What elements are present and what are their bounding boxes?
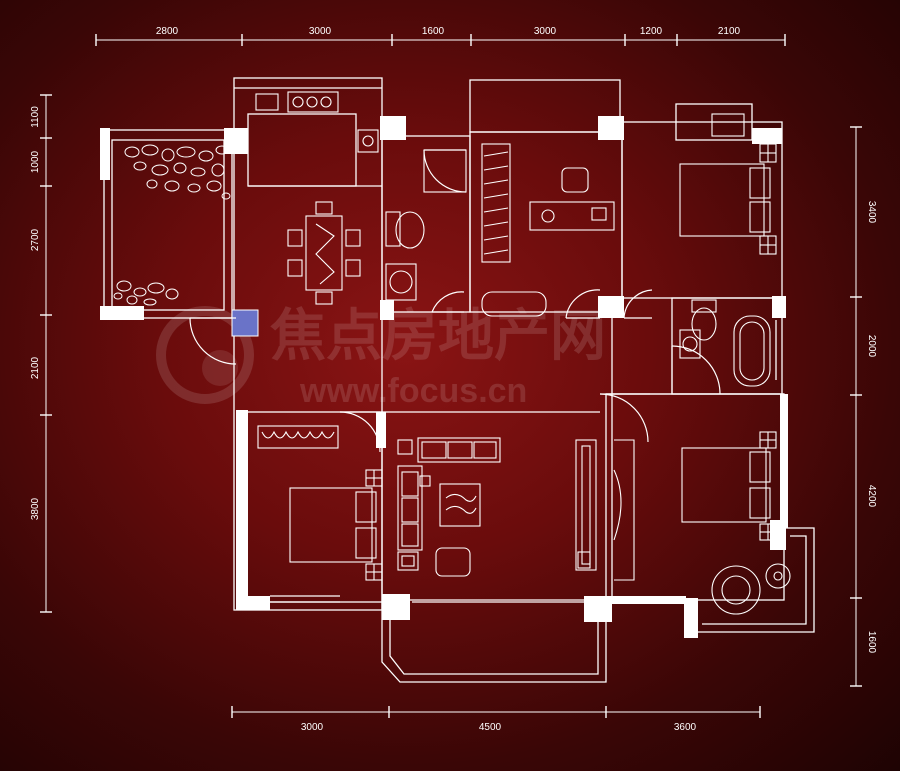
kitchen-fixtures: [255, 91, 379, 153]
master-bedroom-furniture: [679, 113, 777, 255]
living-room-furniture: [397, 437, 597, 577]
dim-left-1: 1100: [30, 106, 41, 128]
watermark: 焦点房地产网 www.focus.cn: [156, 304, 606, 410]
dimension-ticks: [40, 34, 862, 718]
bedroom-3-furniture: [257, 425, 383, 581]
dim-bottom-3: 3600: [674, 722, 697, 733]
dim-left-3: 2700: [30, 228, 41, 251]
dim-right-4: 1600: [866, 631, 877, 654]
dim-left-5: 3800: [30, 497, 41, 520]
dimension-labels: 2800 3000 1600 3000 1200 2100 3000 4500 …: [30, 26, 877, 733]
dim-left-4: 2100: [30, 356, 41, 379]
dim-right-1: 3400: [866, 201, 877, 224]
dim-top-1: 2800: [156, 26, 179, 37]
dim-top-4: 3000: [534, 26, 557, 37]
dimension-lines: [45, 39, 857, 713]
watermark-url: www.focus.cn: [299, 372, 527, 410]
bedroom-2-furniture: [613, 431, 791, 615]
doors: [189, 149, 721, 453]
study-furniture: [481, 143, 615, 317]
dim-right-2: 2000: [866, 335, 877, 358]
dim-bottom-2: 4500: [479, 722, 502, 733]
dim-top-2: 3000: [309, 26, 332, 37]
garden-pebbles: [113, 144, 231, 306]
structural-column: [231, 309, 259, 337]
dining-table: [287, 201, 361, 305]
solid-walls: [100, 116, 788, 638]
dim-right-3: 4200: [866, 485, 877, 508]
bathroom-fixtures: [385, 149, 771, 387]
dim-top-5: 1200: [640, 26, 663, 37]
dim-left-2: 1000: [30, 150, 41, 173]
dim-bottom-1: 3000: [301, 722, 324, 733]
dim-top-3: 1600: [422, 26, 445, 37]
walls: [103, 77, 815, 683]
watermark-brand: 焦点房地产网: [270, 304, 606, 367]
dim-top-6: 2100: [718, 26, 741, 37]
